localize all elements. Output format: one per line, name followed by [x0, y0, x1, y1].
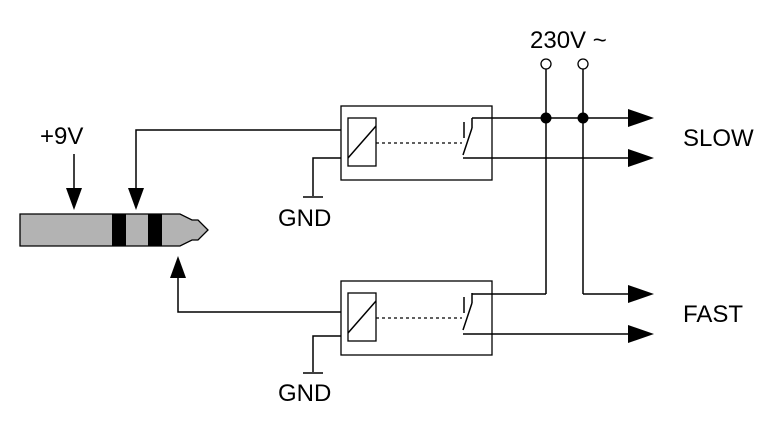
output-fast-label: FAST — [683, 301, 743, 328]
plug-ring-2 — [148, 214, 162, 246]
wire-ring-to-relay-slow — [128, 129, 341, 210]
mains-terminal-right — [577, 58, 589, 294]
ground-symbol-top — [303, 157, 341, 198]
slow-output-line-1 — [472, 109, 654, 127]
jack-plug-icon — [19, 213, 209, 247]
slow-output-line-2 — [463, 149, 654, 167]
fast-output-line-2 — [463, 325, 654, 343]
output-slow-label: SLOW — [683, 125, 754, 152]
ground-label-bottom: GND — [278, 380, 331, 407]
relay-slow — [340, 105, 493, 181]
mains-terminal-left — [540, 58, 552, 294]
supply-voltage-label: +9V — [40, 123, 83, 150]
ground-symbol-bottom — [303, 335, 341, 374]
mains-voltage-label: 230V ~ — [530, 27, 607, 54]
wire-tip-to-relay-fast — [170, 256, 341, 313]
fast-output-line-1 — [472, 285, 654, 303]
supply-arrow — [66, 154, 82, 210]
plug-ring-1 — [112, 214, 126, 246]
relay-fast — [340, 280, 493, 356]
ground-label-top: GND — [278, 205, 331, 232]
